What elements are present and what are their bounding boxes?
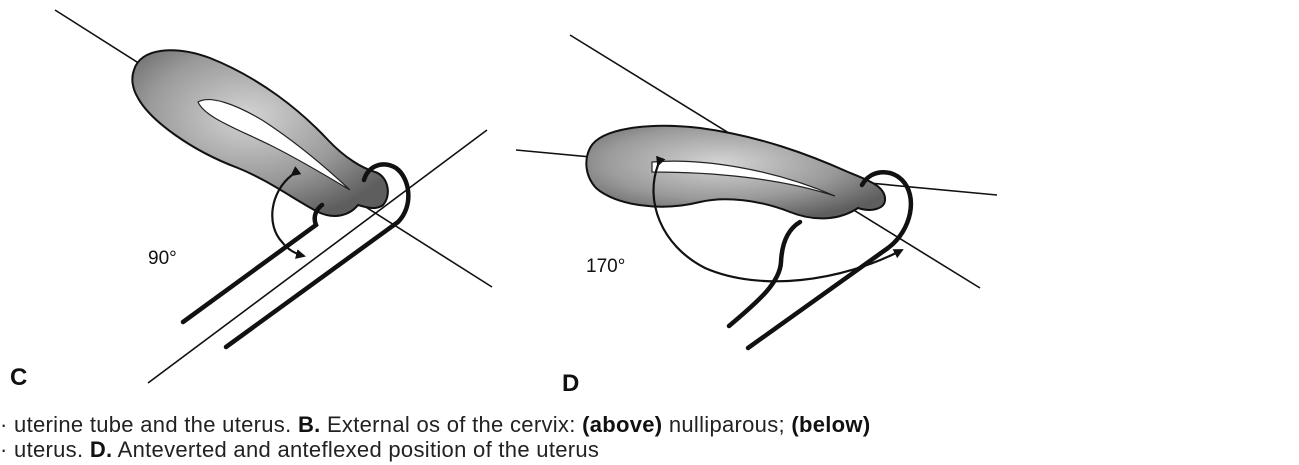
caption-2-bold-1: D.	[90, 437, 113, 462]
panel-d-diagram	[516, 35, 997, 348]
caption-1-text-1: · uterine tube and the uterus.	[0, 412, 298, 437]
caption-1-text-3: nulliparous;	[662, 412, 791, 437]
panel-c-angle-label: 90°	[148, 248, 177, 270]
panel-c-diagram	[55, 10, 492, 383]
caption-2-text-1: · uterus.	[0, 437, 90, 462]
caption-2-text-2: Anteverted and anteflexed position of th…	[112, 437, 599, 462]
panel-d-letter: D	[562, 370, 579, 398]
caption-1-text-2: External os of the cervix:	[321, 412, 583, 437]
panel-d-vaginal-wall-front	[729, 222, 800, 326]
panel-d-angle-label: 170°	[586, 256, 625, 278]
panel-c-letter: C	[10, 364, 27, 392]
figure-caption-line-2: · uterus. D. Anteverted and anteflexed p…	[0, 437, 599, 463]
caption-1-bold-1: B.	[298, 412, 321, 437]
caption-1-bold-2: (above)	[582, 412, 662, 437]
caption-1-bold-3: (below)	[791, 412, 870, 437]
figure-caption-line-1: · uterine tube and the uterus. B. Extern…	[0, 412, 870, 438]
